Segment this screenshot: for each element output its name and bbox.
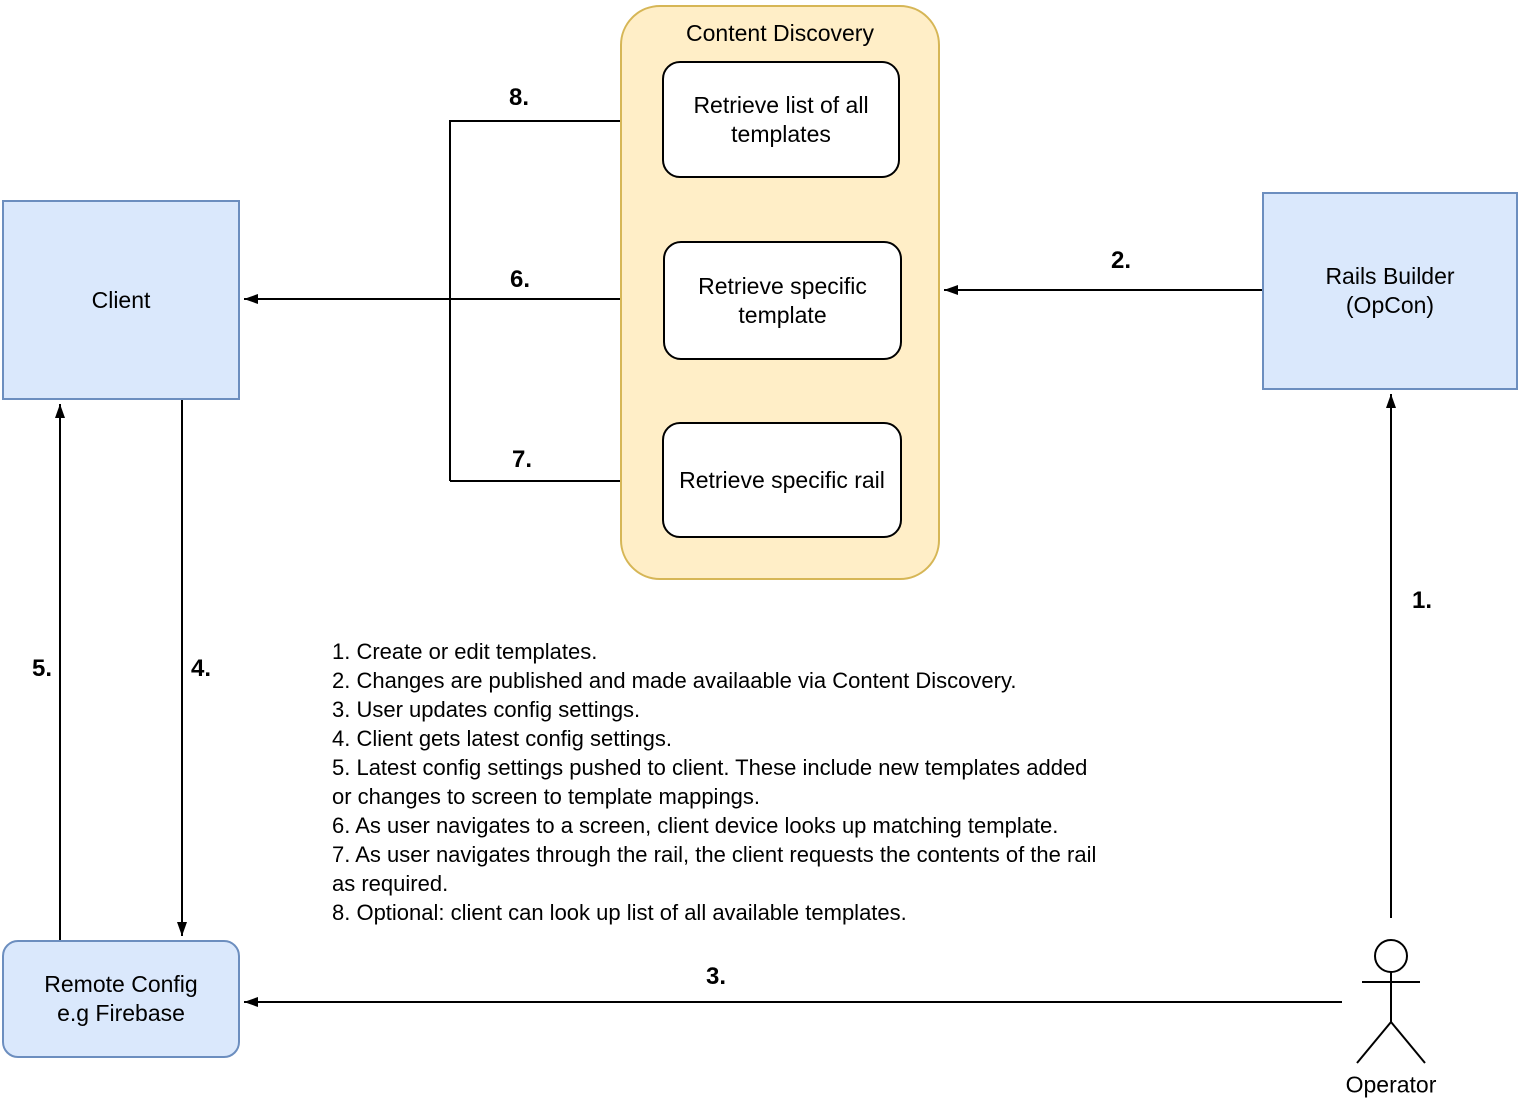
rails-builder-node: Rails Builder (OpCon) — [1262, 192, 1518, 390]
client-node: Client — [2, 200, 240, 400]
arrow-label-3: 3. — [705, 963, 727, 990]
content-discovery-title: Content Discovery — [686, 20, 874, 46]
remote-config-node: Remote Config e.g Firebase — [2, 940, 240, 1058]
service-retrieve-list-of-all-templates: Retrieve list of all templates — [662, 61, 900, 178]
note-line: 1. Create or edit templates. — [332, 639, 598, 664]
arrow-label-2: 2. — [1110, 247, 1132, 274]
operator-label: Operator — [1345, 1071, 1437, 1098]
arrow-label-4: 4. — [190, 655, 212, 682]
client-node-label: Client — [91, 286, 151, 313]
note-line: as required. — [332, 871, 449, 896]
note-line: 7. As user navigates through the rail, t… — [332, 842, 1097, 867]
remote-config-label-line1: Remote Config — [44, 971, 198, 997]
arrow-label-7: 7. — [511, 446, 533, 473]
rails-builder-label-line1: Rails Builder — [1325, 263, 1455, 289]
service-retrieve-specific-rail: Retrieve specific rail — [662, 422, 902, 538]
rails-builder-label-line2: (OpCon) — [1345, 292, 1435, 318]
note-line: 5. Latest config settings pushed to clie… — [332, 755, 1088, 780]
note-line: or changes to screen to template mapping… — [332, 784, 761, 809]
notes-block: 1. Create or edit templates. 2. Changes … — [332, 637, 1096, 927]
note-line: 4. Client gets latest config settings. — [332, 726, 672, 751]
arrow-label-6: 6. — [509, 266, 531, 293]
operator-actor-icon — [1356, 939, 1426, 1064]
note-line: 2. Changes are published and made availa… — [332, 668, 1017, 693]
arrow-label-1: 1. — [1411, 587, 1433, 614]
arrow-label-8: 8. — [508, 84, 530, 111]
note-line: 6. As user navigates to a screen, client… — [332, 813, 1059, 838]
service-retrieve-specific-template: Retrieve specific template — [663, 241, 902, 360]
note-line: 3. User updates config settings. — [332, 697, 641, 722]
remote-config-label-line2: e.g Firebase — [57, 1000, 185, 1026]
arrow-label-5: 5. — [31, 655, 53, 682]
note-line: 8. Optional: client can look up list of … — [332, 900, 907, 925]
